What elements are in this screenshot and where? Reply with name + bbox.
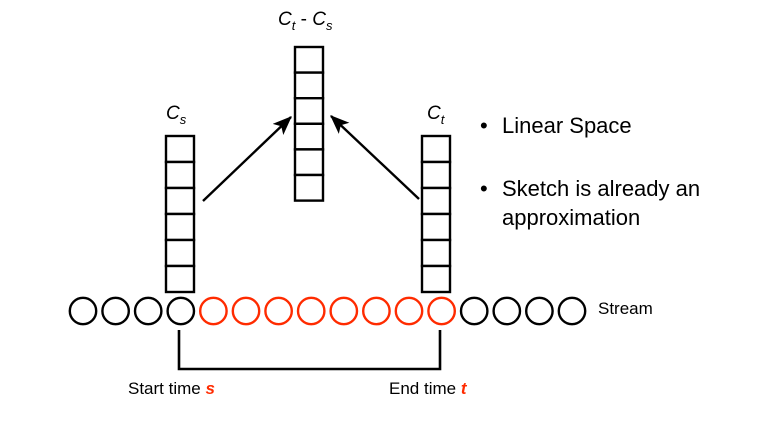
stream-circle — [459, 296, 489, 326]
left-vector-cell — [164, 134, 196, 164]
end-time-label: End time t — [389, 380, 466, 397]
stream-circle — [101, 296, 131, 326]
arrow-from-cs-to-difference — [202, 116, 292, 202]
stream-circle — [166, 296, 196, 326]
stream-circle-highlighted — [198, 296, 228, 326]
left-vector-cell — [164, 264, 196, 294]
left-vector-cell — [164, 212, 196, 242]
stream-circle-highlighted — [361, 296, 391, 326]
top-vector-cell — [293, 148, 325, 177]
right-vector-cell — [420, 212, 452, 242]
right-vector-cells — [420, 134, 452, 294]
top-vector-cells — [293, 45, 325, 202]
arrow-from-ct-to-difference — [330, 115, 420, 200]
left-vector-cell — [164, 238, 196, 268]
stream-circles — [68, 296, 587, 326]
right-vector-label-sub: t — [440, 111, 445, 127]
top-vector-label-operator: - — [295, 9, 313, 30]
right-vector-cell — [420, 160, 452, 190]
bullet-marker-icon: • — [480, 113, 488, 138]
top-vector-label: Ct - Cs — [278, 10, 332, 32]
left-vector-label: Cs — [166, 104, 186, 126]
right-vector-label: Ct — [427, 104, 444, 126]
stream-label: Stream — [598, 299, 653, 318]
top-vector-label-c1: C — [278, 9, 292, 30]
stream-circle — [525, 296, 554, 326]
right-vector-cell — [420, 238, 452, 268]
bullet-text-linear-space: Linear Space — [502, 113, 632, 138]
right-vector-cell — [420, 134, 452, 164]
top-vector-cell — [293, 45, 325, 74]
stream-circle-highlighted — [394, 296, 424, 326]
top-vector-cell — [293, 71, 325, 100]
stream-circle-highlighted — [296, 296, 326, 326]
right-vector-label-base: C — [427, 103, 441, 124]
bullet-item-linear-space: • Linear Space — [480, 112, 632, 141]
left-vector-label-base: C — [166, 103, 180, 124]
left-vector-cell — [164, 160, 196, 190]
left-vector-label-sub: s — [179, 111, 187, 127]
stream-circle-highlighted — [231, 296, 261, 326]
stream-circle — [133, 296, 163, 326]
top-vector-label-c2: C — [312, 9, 326, 30]
top-vector-cell — [293, 122, 325, 151]
top-vector-label-sub1: t — [291, 17, 296, 33]
start-time-label-prefix: Start time — [128, 379, 206, 398]
time-range-bracket — [177, 330, 442, 371]
right-vector-cell — [420, 186, 452, 216]
bullet-text-sketch-approximation: Sketch is already an approximation — [502, 176, 701, 230]
top-vector-label-sub2: s — [325, 17, 333, 33]
stream-circle-highlighted — [427, 296, 456, 326]
stream-circle — [68, 296, 98, 326]
stream-circle — [557, 296, 587, 326]
left-vector-cells — [164, 134, 196, 294]
left-vector-cell — [164, 186, 196, 216]
end-time-label-var: t — [460, 379, 467, 398]
bullet-marker-icon: • — [480, 176, 488, 201]
stream-circle-highlighted — [329, 296, 359, 326]
end-time-label-prefix: End time — [389, 379, 461, 398]
top-vector-cell — [293, 96, 325, 125]
start-time-label: Start time s — [128, 380, 215, 397]
top-vector-cell — [293, 173, 325, 202]
stream-circle-highlighted — [264, 296, 293, 326]
right-vector-cell — [420, 264, 452, 294]
stream-circle — [492, 296, 522, 326]
start-time-label-var: s — [205, 379, 215, 398]
bullet-item-sketch-approximation: • Sketch is already an approximation — [480, 175, 762, 232]
